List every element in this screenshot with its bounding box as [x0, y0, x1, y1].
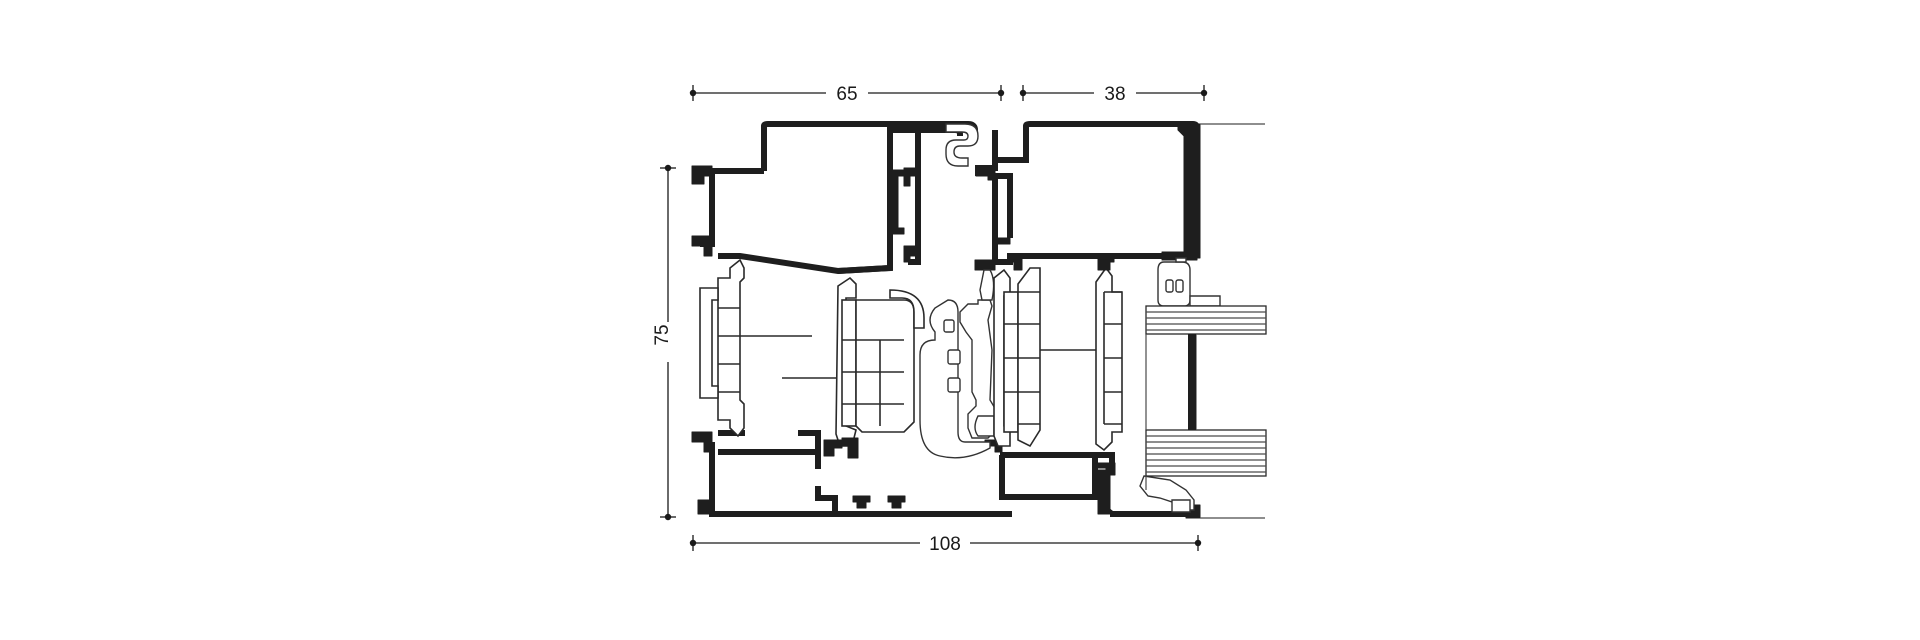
dimension-height-label: 75 — [652, 324, 673, 345]
dimension-height: 75 — [652, 164, 681, 521]
insulated-glass-unit — [1145, 305, 1267, 490]
outer-frame-profile — [691, 121, 1012, 517]
edge-reference-lines — [1200, 123, 1265, 519]
dimension-sash-width-label: 38 — [1104, 84, 1125, 105]
central-gasket — [919, 123, 997, 459]
dimension-sash-width: 38 — [1019, 80, 1208, 106]
dimension-frame-width-label: 65 — [836, 84, 857, 105]
center-mullion-profile — [890, 127, 998, 271]
dimension-total-width: 108 — [689, 530, 1202, 556]
thermal-break-frame — [699, 258, 925, 459]
dimension-frame-width: 65 — [689, 80, 1005, 106]
glazing-gaskets — [1139, 257, 1221, 513]
sash-profile — [984, 121, 1201, 519]
dimension-total-width-label: 108 — [929, 534, 961, 555]
thermal-break-sash — [993, 255, 1123, 452]
